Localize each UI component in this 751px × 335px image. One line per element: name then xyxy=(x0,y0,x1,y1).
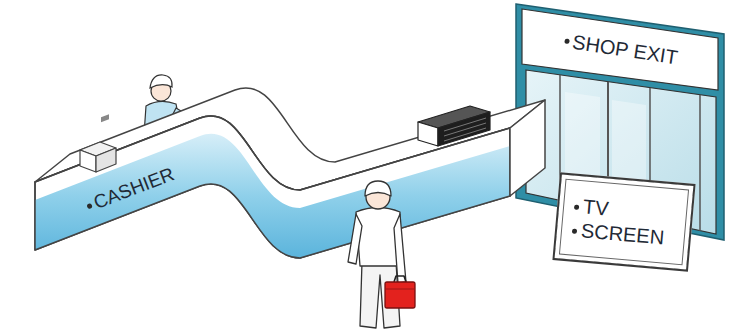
counter-blue-band xyxy=(35,134,510,258)
bullet-dot xyxy=(86,202,92,208)
counter-end xyxy=(510,100,545,196)
tv-screen: TV SCREEN xyxy=(552,172,695,272)
counter-machine xyxy=(418,106,490,146)
bullet-dot xyxy=(564,38,570,44)
cash-register xyxy=(80,114,116,172)
cashier-counter xyxy=(35,88,545,258)
customer-person xyxy=(348,181,415,328)
bullet-dot xyxy=(572,229,577,234)
bullet-dot xyxy=(574,205,579,210)
node-label: TV SCREEN xyxy=(580,194,676,250)
